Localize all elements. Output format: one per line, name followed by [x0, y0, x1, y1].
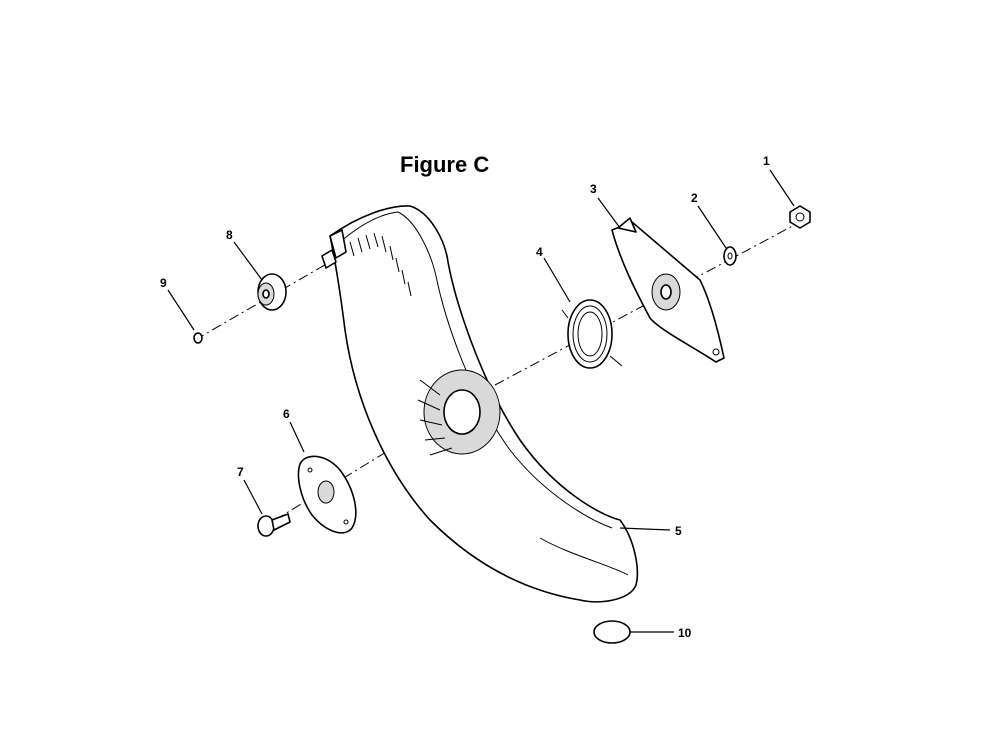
callout-4: 4: [536, 245, 543, 259]
flange-plate-boss: [317, 480, 335, 504]
spring-coil-inner: [577, 311, 603, 357]
leader-4: [543, 257, 571, 303]
decal-part-10: [593, 620, 631, 644]
callout-9: 9: [160, 276, 167, 290]
axis-line-main: [494, 221, 801, 386]
spring-coil-mid: [572, 305, 608, 363]
nut-hole: [795, 212, 805, 222]
plate-tab: [617, 217, 637, 233]
leader-5: [619, 527, 671, 531]
flange-plate-hole-b: [343, 519, 349, 525]
screw-shank: [271, 513, 291, 531]
guard-inner-edge: [339, 211, 613, 529]
callout-5: 5: [675, 524, 682, 538]
callout-labels: 1 2 3 4 5 6 7 8 9 10: [160, 154, 770, 640]
bushing-part-8: [257, 273, 287, 311]
nut-part-1: [789, 205, 811, 229]
guard-ribs: [349, 232, 412, 297]
bushing-hole: [262, 289, 270, 299]
retaining-ring-body: [193, 332, 203, 344]
guard-hub-bore: [443, 389, 481, 435]
leader-2: [697, 205, 727, 249]
callout-10: 10: [678, 626, 692, 640]
nut-body: [789, 205, 811, 229]
callout-8: 8: [226, 228, 233, 242]
spring-coil-outer: [567, 299, 613, 369]
flange-plate-hole-a: [307, 467, 313, 473]
washer-hole: [727, 252, 733, 260]
decal-body: [593, 620, 631, 644]
screw-part-7: [257, 513, 291, 537]
callout-6: 6: [283, 407, 290, 421]
retaining-ring-part-9: [193, 332, 203, 344]
leader-8: [233, 241, 263, 281]
axis-line-upper-left: [194, 261, 331, 341]
spring-part-4: [561, 299, 623, 369]
screw-head: [257, 515, 275, 537]
callout-2: 2: [691, 191, 698, 205]
flange-plate-part-6: [297, 455, 357, 534]
guard-stud: [321, 249, 337, 269]
leader-9: [167, 289, 195, 331]
callout-7: 7: [237, 465, 244, 479]
figure-title: Figure C: [400, 152, 489, 177]
callout-1: 1: [763, 154, 770, 168]
plate-rivet: [712, 348, 720, 356]
blade-guard-part-5: [321, 205, 639, 603]
leader-7: [243, 479, 263, 515]
plate-hole: [660, 284, 672, 300]
leader-lines: [167, 169, 795, 633]
leader-1: [769, 169, 795, 207]
washer-part-2: [723, 246, 737, 266]
washer-body: [723, 246, 737, 266]
guard-lip-line: [539, 537, 629, 576]
spring-ends: [561, 309, 623, 367]
leader-3: [597, 197, 621, 229]
guard-hub-spokes: [417, 379, 453, 456]
guard-stud-boss: [329, 229, 347, 259]
callout-3: 3: [590, 182, 597, 196]
leader-6: [289, 421, 305, 453]
plate-part-3: [611, 217, 725, 363]
